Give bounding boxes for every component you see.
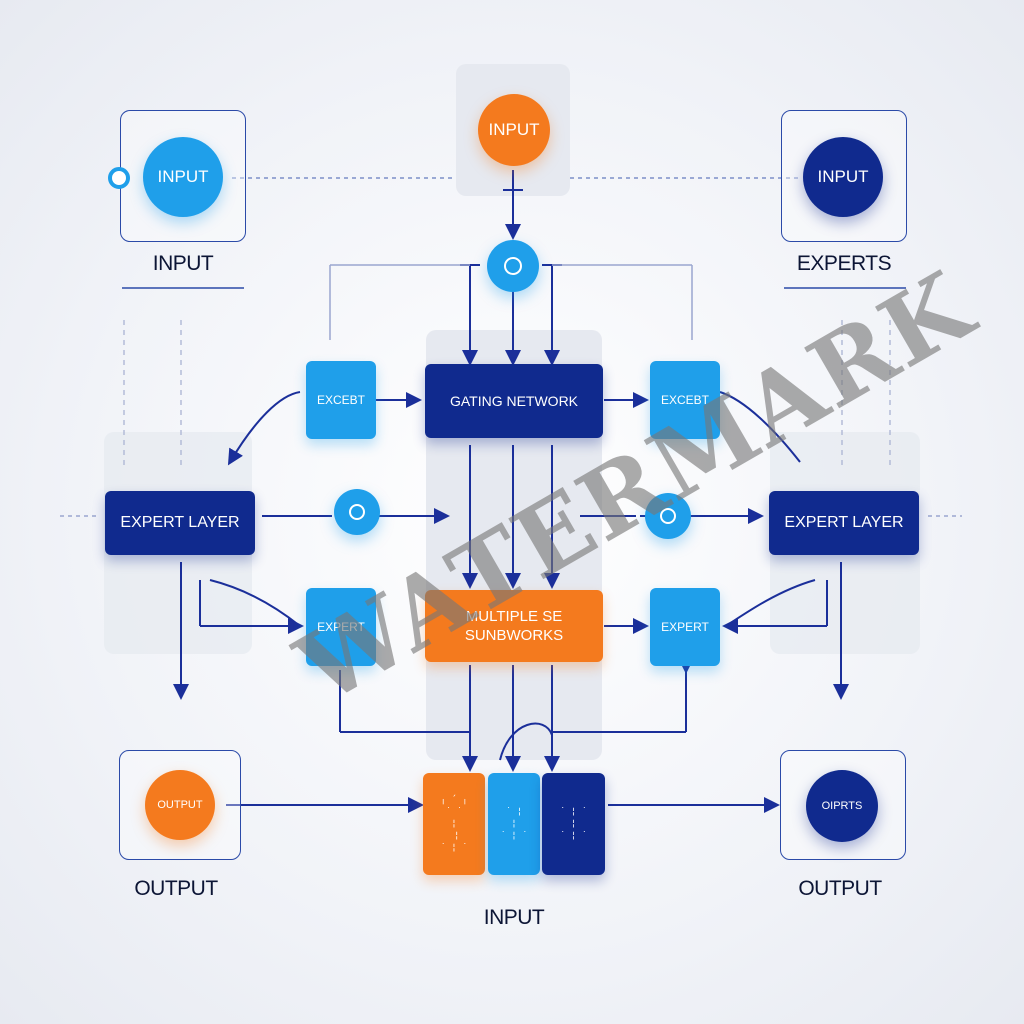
top-input-label: INPUT xyxy=(488,120,540,139)
top-input-circle: INPUT xyxy=(478,94,550,166)
input-brick-light: ˙ ¦ ¦ ˙ ¦ ˙ xyxy=(488,773,540,875)
right-experts-label: EXPERTS xyxy=(796,252,892,275)
right-output-label: OUTPUT xyxy=(798,877,882,900)
expert-top-right-label: EXCEBT xyxy=(660,393,709,407)
left-input-circle-label: INPUT xyxy=(157,167,209,186)
multiple-subnetworks-box: MULTIPLE SE SUNBWORKS xyxy=(425,590,603,662)
expert-bottom-right: EXPERT xyxy=(650,588,720,666)
multiple-line1: MULTIPLE SE xyxy=(465,608,563,625)
input-brick-orange: ╷ ´ ╷ ˙ ˙ ¦ ¦ ˙ ¦ ˙ xyxy=(423,773,485,875)
left-input-label: INPUT xyxy=(152,252,214,275)
expert-bottom-left-label: EXPERT xyxy=(317,620,365,634)
left-input-circle: INPUT xyxy=(143,137,223,217)
gating-network-box: GATING NETWORK xyxy=(425,364,603,438)
right-output-circle: OIPRTS xyxy=(806,770,878,842)
expert-top-left: EXCEBT xyxy=(306,361,376,439)
gating-network-label: GATING NETWORK xyxy=(449,393,579,409)
left-center-node xyxy=(334,489,380,535)
right-expert-layer-label: EXPERT LAYER xyxy=(784,514,904,531)
left-output-label: OUTPUT xyxy=(134,877,218,900)
right-expert-layer: EXPERT LAYER xyxy=(769,491,919,555)
expert-bottom-right-label: EXPERT xyxy=(661,620,709,634)
input-brick-navy: ˙ ¦ ˙ ¦ ˙ ¦ ˙ xyxy=(542,773,605,875)
expert-bottom-left: EXPERT xyxy=(306,588,376,666)
left-expert-layer: EXPERT LAYER xyxy=(105,491,255,555)
gate-node xyxy=(487,240,539,292)
right-input-circle-label: INPUT xyxy=(817,167,869,186)
expert-top-left-label: EXCEBT xyxy=(316,393,365,407)
bottom-input-label: INPUT xyxy=(483,906,545,929)
multiple-line2: SUNBWORKS xyxy=(464,627,564,644)
right-input-circle: INPUT xyxy=(803,137,883,217)
right-center-node xyxy=(645,493,691,539)
left-input-dot xyxy=(108,167,130,189)
expert-top-right: EXCEBT xyxy=(650,361,720,439)
left-expert-layer-label: EXPERT LAYER xyxy=(120,514,240,531)
right-output-circle-label: OIPRTS xyxy=(821,800,863,812)
left-output-circle: OUTPUT xyxy=(145,770,215,840)
left-output-circle-label: OUTPUT xyxy=(157,799,203,811)
